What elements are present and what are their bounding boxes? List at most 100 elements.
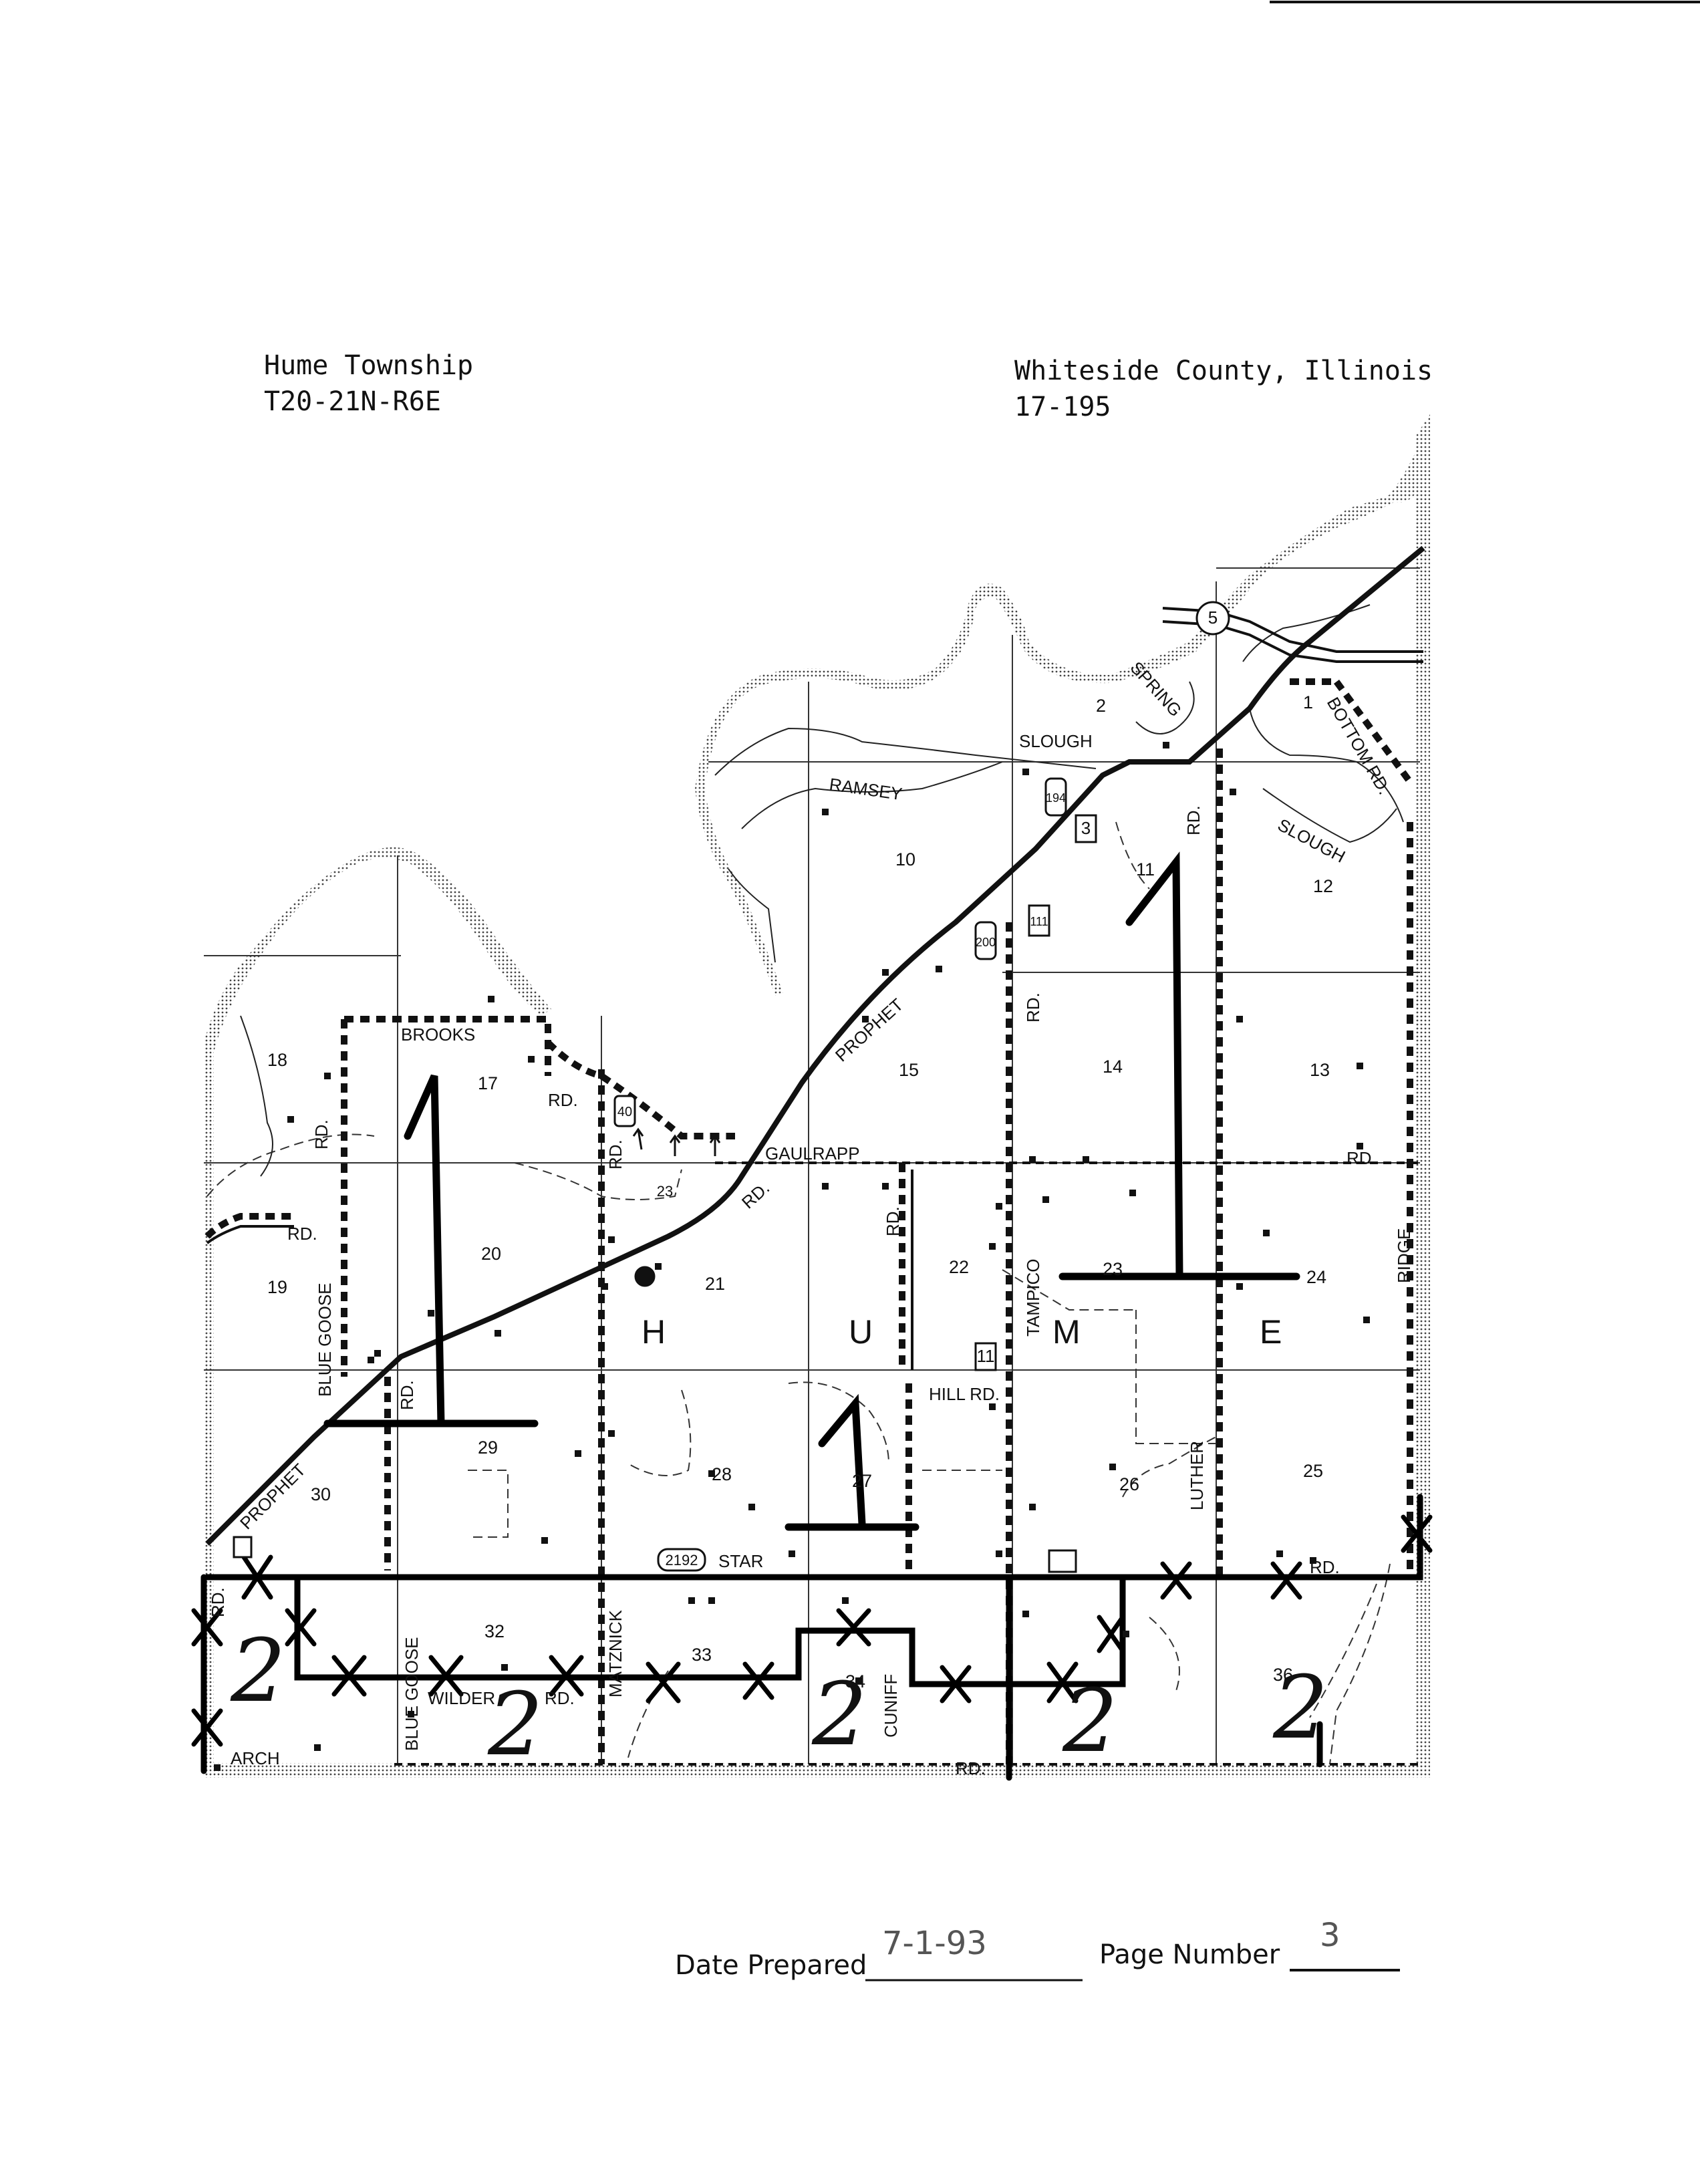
route-200-label: 200 (976, 936, 996, 949)
rd-label-lower-left: RD. (287, 1224, 317, 1244)
arch-road-label: ARCH (231, 1748, 280, 1768)
x-marks (191, 1514, 1433, 1747)
route-shields (233, 601, 1230, 1573)
blue-goose-label-south: BLUE GOOSE (402, 1637, 422, 1752)
zone-2-mark-3: 2 (811, 1663, 867, 1765)
date-prepared-label: Date Prepared (675, 1950, 867, 1981)
route-111-shield (1028, 904, 1050, 937)
star-road-label: STAR (718, 1551, 763, 1571)
matznick-road-label: MATZNICK (605, 1609, 625, 1697)
date-prepared-value: 7-1-93 (882, 1925, 987, 1962)
section-29: 29 (478, 1438, 498, 1458)
route-194-label: 194 (1046, 791, 1066, 805)
zone-2-mark-2: 2 (487, 1673, 543, 1775)
section-10: 10 (895, 849, 915, 869)
rd-label-prophet: RD. (738, 1178, 773, 1212)
section-36: 36 (1273, 1665, 1293, 1685)
route-111-label: 111 (1030, 915, 1048, 928)
section-13: 13 (1310, 1060, 1330, 1080)
prophet-highway (205, 545, 1425, 1546)
route-40-label: 40 (617, 1105, 632, 1119)
section-22: 22 (949, 1257, 969, 1277)
river-bank-stipple (204, 414, 1430, 1778)
route-5-label: 5 (1208, 607, 1218, 628)
hill-road-label: HILL RD. (929, 1384, 1000, 1404)
section-32: 32 (484, 1621, 505, 1641)
route-4-shield (233, 1536, 253, 1558)
page-number-value: 3 (1320, 1917, 1340, 1954)
blue-goose-label-north: BLUE GOOSE (315, 1283, 335, 1397)
prophet-road-label-west: PROPHET (236, 1460, 309, 1533)
page-number-label: Page Number (1099, 1939, 1280, 1970)
rd-label-wilder: RD. (545, 1688, 575, 1708)
section-34: 34 (845, 1671, 865, 1691)
section-2: 2 (1096, 696, 1106, 716)
rd-label-east-25: RD. (1310, 1557, 1340, 1577)
route-3-shield (1075, 814, 1097, 843)
county-name: Whiteside County, Illinois (1014, 356, 1433, 386)
slough-label-north: SLOUGH (1019, 731, 1093, 751)
town-letter-m: M (1052, 1313, 1081, 1351)
route-shield-labels: 5 194 3 200 111 11 2192 40 23 (617, 607, 1218, 1568)
section-12: 12 (1313, 876, 1333, 896)
rd-label-brooks: RD. (548, 1090, 578, 1110)
route-11-shield (974, 1342, 997, 1371)
rd-label-vertical-18: RD. (311, 1119, 331, 1149)
section-21: 21 (705, 1274, 725, 1294)
route-194-shield (1044, 777, 1067, 817)
zone-2-mark-1: 2 (230, 1620, 286, 1722)
town-letter-e: E (1260, 1313, 1282, 1351)
section-17: 17 (478, 1073, 498, 1093)
section-24: 24 (1306, 1267, 1326, 1287)
gaulrapp-road-label: GAULRAPP (765, 1143, 860, 1164)
rd-label-east-13: RD. (1347, 1148, 1377, 1168)
section-26: 26 (1119, 1474, 1139, 1494)
rd-label-vertical-11: RD. (1183, 805, 1203, 835)
township-range: T20-21N-R6E (264, 386, 441, 417)
route-11-label: 11 (977, 1346, 995, 1366)
section-11: 11 (1136, 859, 1155, 879)
county-code: 17-195 (1014, 392, 1111, 422)
section-19: 19 (267, 1277, 287, 1297)
rd-label-vertical-22: RD. (883, 1206, 903, 1236)
slough-label-east: SLOUGH (1274, 815, 1349, 867)
section-20: 20 (481, 1244, 501, 1264)
brooks-road-label: BROOKS (401, 1025, 475, 1045)
township-name: Hume Township (264, 350, 474, 381)
slough-lines (240, 604, 1404, 1177)
section-18: 18 (267, 1050, 287, 1070)
rd-label-bottom: RD. (956, 1758, 986, 1778)
route-2192-label: 2192 (666, 1552, 698, 1568)
wilder-road-label: WILDER (428, 1688, 495, 1708)
route-3-label: 3 (1081, 818, 1091, 838)
section-23: 23 (1103, 1259, 1123, 1279)
building-markers (214, 742, 1370, 1771)
section-15: 15 (899, 1060, 919, 1080)
section-25: 25 (1303, 1461, 1323, 1481)
route-2192-shield (657, 1548, 706, 1572)
township-roads (204, 678, 1423, 1766)
rd-label-vertical-29: RD. (397, 1380, 417, 1410)
section-14: 14 (1103, 1057, 1123, 1077)
ramsey-label: RAMSEY (828, 774, 903, 804)
ridge-road-label: RIDGE (1394, 1228, 1414, 1283)
zone-1-marks (323, 851, 1300, 1531)
cuniff-road-label: CUNIFF (881, 1674, 901, 1738)
route-T-shield (1048, 1549, 1077, 1573)
rd-label-vertical-14: RD. (1023, 992, 1043, 1022)
section-numbers: 1 2 10 11 12 13 14 15 17 18 19 20 21 22 … (267, 692, 1333, 1691)
zone-2-mark-5: 2 (1272, 1657, 1328, 1758)
route-5-shield (1195, 601, 1230, 636)
misc-symbols (632, 1127, 721, 1287)
zone-2-marks: 2 2 2 2 2 (230, 1620, 1328, 1775)
town-letter-h: H (642, 1313, 666, 1351)
zone-2-mark-4: 2 (1062, 1670, 1118, 1772)
rd-label-vertical-21: RD. (605, 1139, 625, 1170)
creek-lines (206, 821, 1391, 1765)
rd-label-vertical-31: RD. (208, 1587, 228, 1617)
tampico-road-label: TAMPICO (1023, 1258, 1043, 1337)
section-27: 27 (852, 1471, 872, 1491)
section-28: 28 (712, 1464, 732, 1484)
section-1: 1 (1303, 692, 1313, 712)
